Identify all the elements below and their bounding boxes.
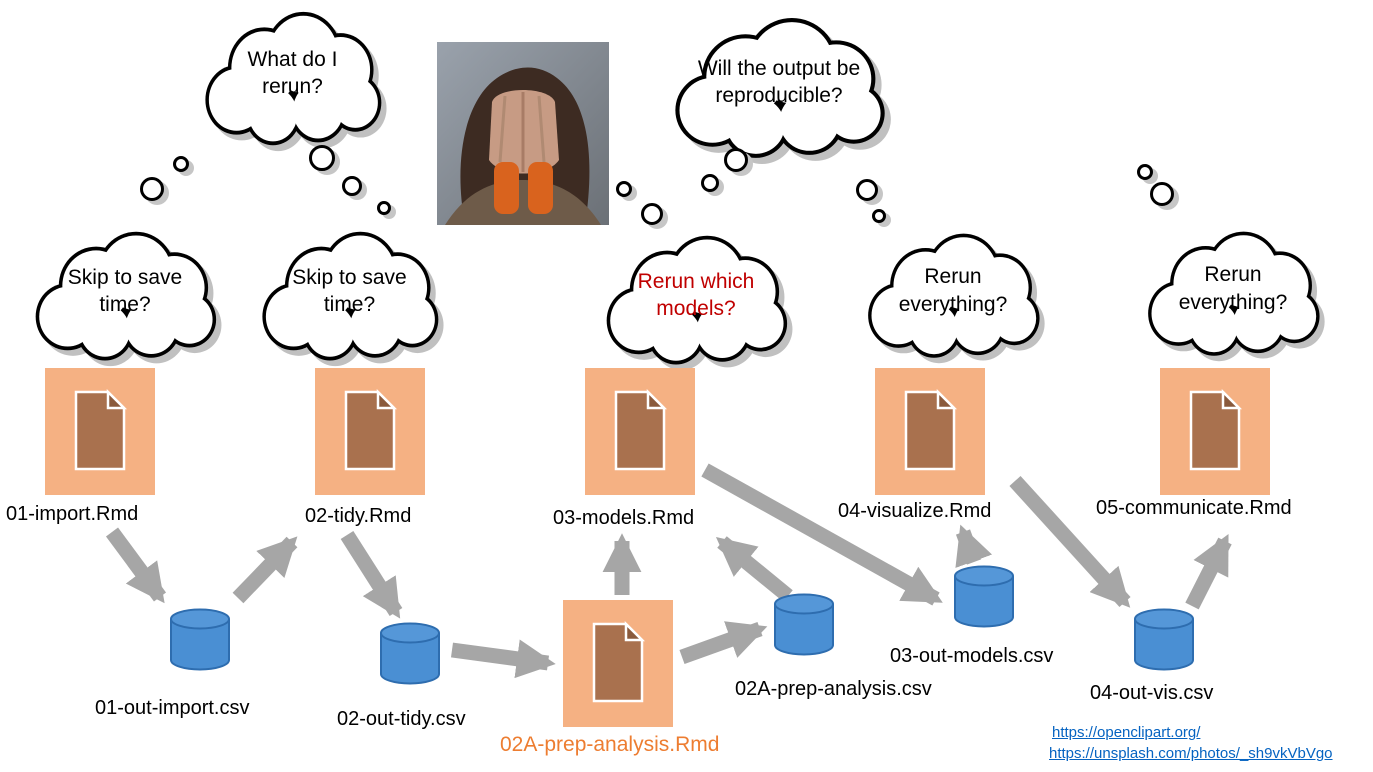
arrow-02csv-to-02Armd xyxy=(450,639,556,679)
label-02A-prep-analysis-rmd: 02A-prep-analysis.Rmd xyxy=(500,733,720,756)
label-01-import-rmd: 01-import.Rmd xyxy=(6,503,139,525)
thought-tail-bubble xyxy=(856,179,878,201)
thought-bubble-rerun-everything-2: Rerun everything? xyxy=(1138,228,1328,363)
document-icon xyxy=(563,600,673,727)
document-icon xyxy=(315,368,425,495)
thought-tail-bubble xyxy=(140,177,164,201)
label-02-tidy-rmd: 02-tidy.Rmd xyxy=(305,505,412,527)
rmd-file-02A-prep-analysis xyxy=(563,600,673,732)
arrow-03models-to-03csv xyxy=(701,463,943,606)
document-icon xyxy=(875,368,985,495)
thought-tail-bubble xyxy=(724,148,748,172)
thought-bubble-rerun-models: Rerun which models? xyxy=(596,232,796,372)
document-icon xyxy=(1160,368,1270,495)
label-03-models-rmd: 03-models.Rmd xyxy=(553,507,695,529)
database-icon xyxy=(380,622,440,685)
thought-tail-bubble xyxy=(377,201,391,215)
database-icon xyxy=(170,608,230,671)
thought-bubble-skip-2: Skip to save time? xyxy=(252,228,447,368)
rmd-file-01-import xyxy=(45,368,155,500)
arrow-02tidy-to-02csv xyxy=(340,530,403,619)
label-02A-prep-analysis-csv: 02A-prep-analysis.csv xyxy=(735,678,932,700)
database-icon xyxy=(954,565,1014,628)
database-icon xyxy=(1134,608,1194,671)
thought-bubble-text: Rerun which models? xyxy=(637,269,755,320)
arrow-03csv-to-04visualize xyxy=(955,524,993,569)
thought-bubble-skip-1: Skip to save time? xyxy=(25,228,225,368)
link-openclipart[interactable]: https://openclipart.org/ xyxy=(1052,724,1201,741)
csv-database-04-out-vis xyxy=(1132,608,1196,677)
thought-bubble-what-rerun: What do I rerun? xyxy=(195,8,390,153)
thought-bubble-text: What do I rerun? xyxy=(247,47,338,99)
arrow-02Acsv-to-03models xyxy=(715,536,793,602)
arrow-04csv-to-05communicate xyxy=(1185,534,1232,610)
thought-tail-bubble xyxy=(616,181,632,197)
thought-tail-bubble xyxy=(872,209,886,223)
thought-tail-bubble xyxy=(1150,182,1174,206)
thought-bubble-reproducible: Will the output be reproducible? xyxy=(663,14,895,166)
csv-database-02A-prep-analysis xyxy=(772,593,836,662)
rmd-file-02-tidy xyxy=(315,368,425,500)
thought-tail-bubble xyxy=(641,203,663,225)
arrow-01import-to-01csv xyxy=(105,527,167,604)
label-03-out-models-csv: 03-out-models.csv xyxy=(890,645,1054,667)
csv-database-02-out-tidy xyxy=(378,622,442,691)
thought-bubble-text: Skip to save time? xyxy=(67,265,183,316)
thought-tail-bubble xyxy=(701,174,719,192)
thought-bubble-text: Skip to save time? xyxy=(292,265,407,316)
thought-tail-bubble xyxy=(342,176,362,196)
document-icon xyxy=(585,368,695,495)
thought-bubble-rerun-everything-1: Rerun everything? xyxy=(858,230,1048,365)
document-icon xyxy=(45,368,155,495)
photo-illustration xyxy=(437,42,609,225)
arrow-04visualize-to-04csv xyxy=(1009,475,1131,608)
database-icon xyxy=(774,593,834,656)
thought-bubble-text: Will the output be reproducible? xyxy=(697,57,861,108)
arrow-02Armd-to-02Acsv xyxy=(679,621,768,665)
arrow-01csv-to-02tidy xyxy=(232,536,298,604)
csv-database-03-out-models xyxy=(952,565,1016,634)
thought-tail-bubble xyxy=(173,156,189,172)
stressed-person-photo xyxy=(437,42,609,225)
label-04-visualize-rmd: 04-visualize.Rmd xyxy=(838,500,992,522)
thought-bubble-text: Rerun everything? xyxy=(1178,263,1288,314)
label-01-out-import-csv: 01-out-import.csv xyxy=(95,697,250,719)
rmd-file-04-visualize xyxy=(875,368,985,500)
thought-tail-bubble xyxy=(309,145,335,171)
label-02-out-tidy-csv: 02-out-tidy.csv xyxy=(337,708,466,730)
thought-tail-bubble xyxy=(1137,164,1153,180)
csv-database-01-out-import xyxy=(168,608,232,677)
rmd-file-05-communicate xyxy=(1160,368,1270,500)
label-04-out-vis-csv: 04-out-vis.csv xyxy=(1090,682,1214,704)
thought-bubble-text: Rerun everything? xyxy=(898,265,1008,316)
label-05-communicate-rmd: 05-communicate.Rmd xyxy=(1096,497,1292,519)
link-unsplash[interactable]: https://unsplash.com/photos/_sh9vkVbVgo xyxy=(1049,745,1333,762)
rmd-file-03-models xyxy=(585,368,695,500)
